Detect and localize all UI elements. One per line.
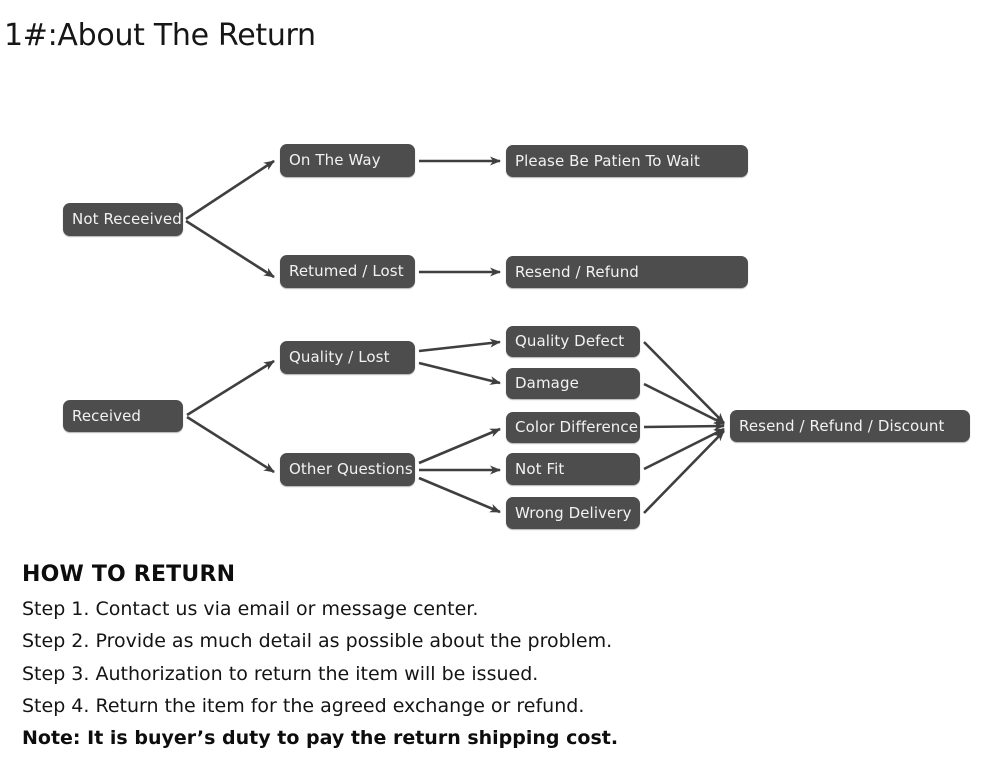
edge-qualitylost-damage	[418, 361, 501, 385]
edge-colordifference-final	[643, 421, 725, 431]
node-received[interactable]: Received	[63, 400, 183, 432]
node-please-be-patient-to-wait-label: Please Be Patien To Wait	[515, 151, 700, 170]
node-resend-refund[interactable]: Resend / Refund	[506, 256, 748, 288]
node-received-label: Received	[72, 406, 142, 425]
node-not-fit-label: Not Fit	[515, 459, 565, 478]
node-damage-label: Damage	[515, 374, 579, 392]
node-quality-defect-label: Quality Defect	[515, 332, 625, 350]
node-color-difference-label: Color Difference	[515, 418, 639, 436]
edge-notfit-final	[643, 427, 725, 471]
node-other-questions-label: Other Questions	[289, 460, 413, 478]
how-to-return-heading: HOW TO RETURN	[22, 562, 236, 587]
edge-damage-final	[643, 382, 725, 426]
node-resend-refund-discount[interactable]: Resend / Refund / Discount	[730, 410, 970, 442]
page-title: 1#:About The Return	[4, 18, 316, 53]
how-to-return-step-3: Step 3. Authorization to return the item…	[22, 662, 539, 685]
node-not-received[interactable]: Not Receeived	[63, 203, 183, 236]
node-on-the-way-label: On The Way	[289, 151, 381, 169]
node-wrong-delivery[interactable]: Wrong Delivery	[506, 497, 640, 529]
edge-otherquestions-colordifference	[418, 427, 501, 465]
edge-notreceived-ontheway	[185, 159, 275, 221]
node-quality-lost[interactable]: Quality / Lost	[280, 341, 415, 374]
node-returned-lost-label: Retumed / Lost	[289, 262, 404, 280]
node-resend-refund-discount-label: Resend / Refund / Discount	[739, 416, 945, 435]
node-quality-lost-label: Quality / Lost	[289, 348, 390, 366]
node-other-questions[interactable]: Other Questions	[280, 453, 415, 486]
node-not-fit[interactable]: Not Fit	[506, 453, 640, 485]
node-not-received-label: Not Receeived	[72, 210, 182, 228]
node-damage[interactable]: Damage	[506, 368, 640, 399]
edge-received-qualitylost	[186, 359, 275, 417]
how-to-return-step-2: Step 2. Provide as much detail as possib…	[22, 630, 613, 653]
node-color-difference[interactable]: Color Difference	[506, 412, 640, 443]
node-on-the-way[interactable]: On The Way	[280, 144, 415, 177]
edge-received-otherquestions	[186, 415, 275, 474]
node-resend-refund-label: Resend / Refund	[515, 262, 639, 281]
edge-qualitydefect-final	[643, 341, 725, 424]
edge-otherquestions-wrongdelivery	[418, 476, 501, 514]
edge-notreceived-returnedlost	[185, 219, 275, 279]
how-to-return-step-1: Step 1. Contact us via email or message …	[22, 598, 479, 620]
node-please-be-patient-to-wait[interactable]: Please Be Patien To Wait	[506, 145, 748, 177]
edge-qualitylost-qualitydefect	[418, 338, 501, 353]
node-returned-lost[interactable]: Retumed / Lost	[280, 255, 415, 288]
how-to-return-note: Note: It is buyer’s duty to pay the retu…	[22, 727, 619, 750]
node-quality-defect[interactable]: Quality Defect	[506, 326, 640, 357]
node-wrong-delivery-label: Wrong Delivery	[515, 503, 632, 522]
how-to-return-section: HOW TO RETURN Step 1. Contact us via ema…	[22, 562, 962, 754]
how-to-return-step-4: Step 4. Return the item for the agreed e…	[22, 694, 585, 717]
edge-wrongdelivery-final	[643, 430, 725, 514]
